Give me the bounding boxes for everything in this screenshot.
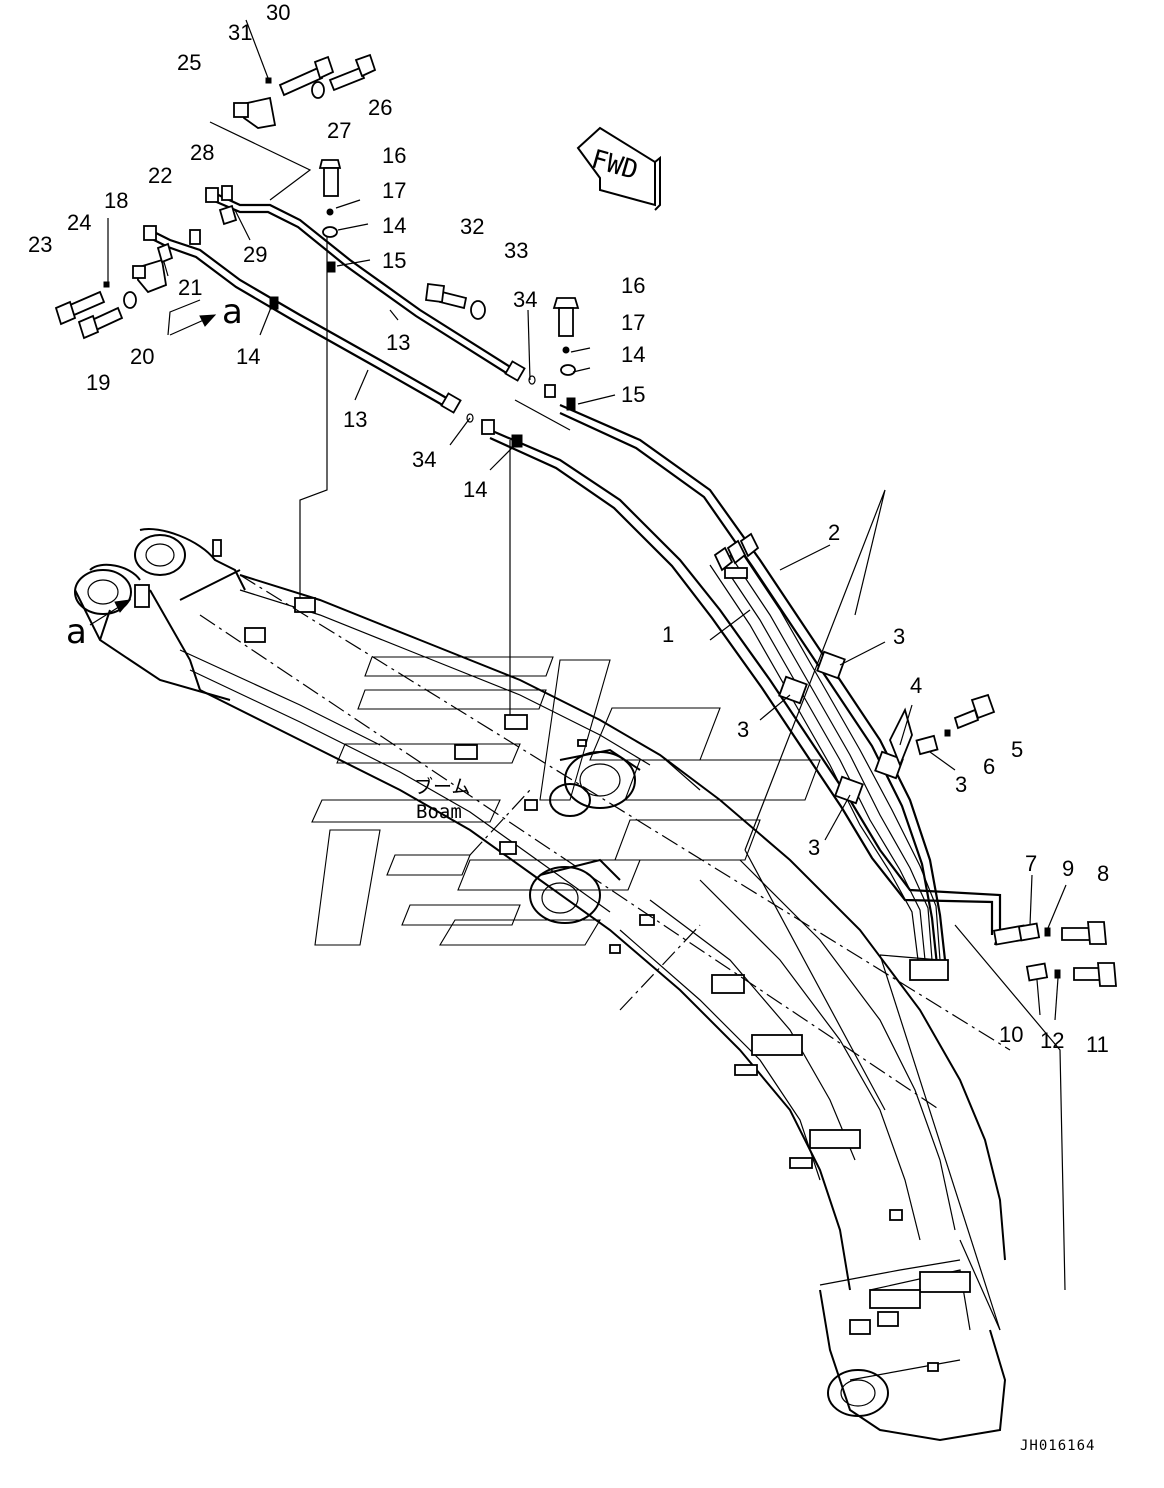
callout-13-lower: 13 [343, 407, 367, 432]
callout-34-upper: 34 [513, 287, 537, 312]
callout-34-lower: 34 [412, 447, 436, 472]
callout-4: 4 [910, 673, 922, 698]
callout-25: 25 [177, 50, 201, 75]
callout-32: 32 [460, 214, 484, 239]
callout-14-left: 14 [236, 344, 260, 369]
callout-31: 31 [228, 20, 252, 45]
center-lines [167, 121, 1066, 1331]
callout-3-upper-right: 3 [893, 624, 905, 649]
leader-lines [107, 19, 1067, 1021]
callout-3-right: 3 [955, 772, 967, 797]
callout-23: 23 [28, 232, 52, 257]
callout-11: 11 [1086, 1032, 1109, 1057]
callout-19: 19 [86, 370, 110, 395]
callout-17-upper: 17 [382, 178, 406, 203]
callout-7: 7 [1025, 851, 1037, 876]
pipe-13-upper [205, 187, 526, 382]
callout-15-right: 15 [621, 382, 645, 407]
callout-33: 33 [504, 238, 528, 263]
callout-3-lower: 3 [808, 835, 820, 860]
callout-16-upper: 16 [382, 143, 406, 168]
callout-8: 8 [1097, 861, 1109, 886]
boom-body [74, 528, 1007, 1442]
callout-28: 28 [190, 140, 214, 165]
watermark-logo [311, 656, 821, 946]
callout-12: 12 [1040, 1028, 1064, 1053]
fwd-arrow-icon: FWD [576, 126, 661, 211]
callout-1: 1 [662, 622, 674, 647]
callout-30: 30 [266, 0, 290, 25]
callout-5: 5 [1011, 737, 1023, 762]
callout-numbers: 30 31 25 26 27 28 16 17 14 15 22 18 24 2… [28, 0, 1109, 1057]
callout-13-upper: 13 [386, 330, 410, 355]
callout-18: 18 [104, 188, 128, 213]
detail-a-arrows [89, 314, 217, 626]
callout-27: 27 [327, 118, 351, 143]
callout-3-upper-left: 3 [737, 717, 749, 742]
callout-14-right: 14 [621, 342, 645, 367]
fwd-label: FWD [588, 144, 641, 186]
callout-6: 6 [983, 754, 995, 779]
callout-10: 10 [999, 1022, 1023, 1047]
callout-2: 2 [828, 520, 840, 545]
callout-15-upper: 15 [382, 248, 406, 273]
boom-label-english: Boam [416, 801, 462, 823]
pipe-bundle-1-2 [481, 384, 1028, 981]
detail-marker-top: a [222, 292, 243, 332]
callout-21: 21 [178, 275, 202, 300]
callout-17-right: 17 [621, 310, 645, 335]
fasteners [54, 53, 1117, 987]
callout-14-lower: 14 [463, 477, 487, 502]
pipe-13-lower [143, 225, 462, 414]
callout-24: 24 [67, 210, 91, 235]
callout-14-upper: 14 [382, 213, 406, 238]
drawing-code: JH016164 [1020, 1438, 1095, 1454]
callout-26: 26 [368, 95, 392, 120]
callout-22: 22 [148, 163, 172, 188]
boom-label-japanese: ブーム [414, 775, 470, 798]
callout-16-right: 16 [621, 273, 645, 298]
clamps [269, 261, 913, 805]
callout-9: 9 [1062, 856, 1074, 881]
detail-marker-bottom: a [66, 612, 87, 652]
callout-29: 29 [243, 242, 267, 267]
callout-20: 20 [130, 344, 154, 369]
